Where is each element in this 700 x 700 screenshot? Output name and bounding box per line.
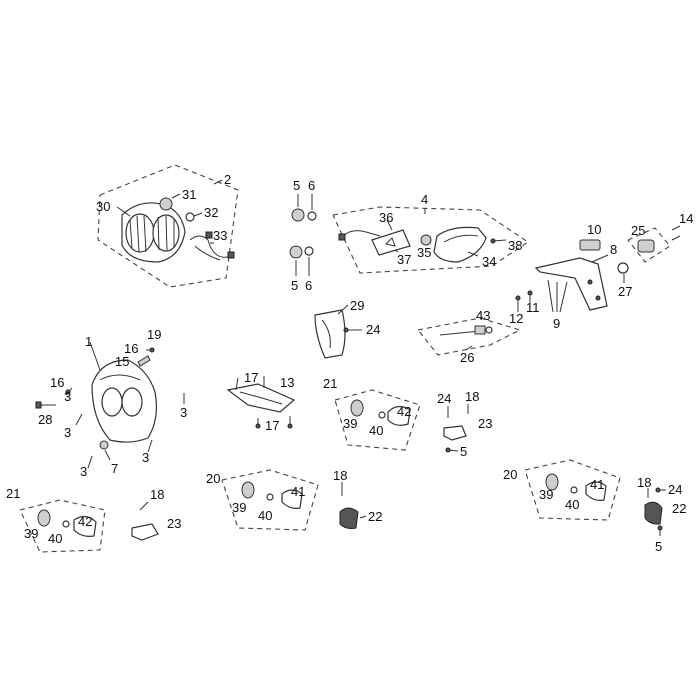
callout-33: 33 — [213, 228, 227, 243]
callout-24-upper: 24 — [366, 322, 380, 337]
callout-24-mid: 24 — [437, 391, 451, 406]
callout-10: 10 — [587, 222, 601, 237]
clamp-22-middle — [339, 482, 367, 529]
callout-26: 26 — [460, 350, 474, 365]
callout-39-lower: 39 — [24, 526, 38, 541]
callout-30: 30 — [96, 199, 110, 214]
callout-17-top: 17 — [244, 370, 258, 385]
callout-6-lower: 6 — [305, 278, 312, 293]
license-bracket-assembly — [515, 225, 681, 313]
callout-3-c: 3 — [80, 464, 87, 479]
callout-12: 12 — [509, 311, 523, 326]
callout-18-mid: 18 — [465, 389, 479, 404]
callout-7: 7 — [111, 461, 118, 476]
callout-22-center: 22 — [368, 509, 382, 524]
sensor-assembly — [417, 317, 522, 356]
callout-32: 32 — [204, 205, 218, 220]
callout-42-lower: 42 — [78, 514, 92, 529]
callout-5-lower: 5 — [291, 278, 298, 293]
callout-15: 15 — [115, 354, 129, 369]
callout-11: 11 — [526, 300, 540, 315]
callout-39-right: 39 — [539, 487, 553, 502]
callout-28: 28 — [38, 412, 52, 427]
callout-39-mid: 39 — [232, 500, 246, 515]
callout-labels: 2 30 31 32 33 5 6 5 6 4 36 37 35 34 38 1… — [6, 172, 693, 554]
turn-signal-set-21-lower — [19, 499, 106, 553]
callout-1: 1 — [85, 334, 92, 349]
callout-43: 43 — [476, 308, 490, 323]
callout-16-left: 16 — [50, 375, 64, 390]
callout-23-lower: 23 — [167, 516, 181, 531]
callout-9: 9 — [553, 316, 560, 331]
callout-19: 19 — [147, 327, 161, 342]
callout-31: 31 — [182, 187, 196, 202]
bulb-holders-top — [289, 194, 317, 276]
turn-signal-set-20-right — [524, 459, 621, 521]
callout-24-right: 24 — [668, 482, 682, 497]
callout-4: 4 — [421, 192, 428, 207]
clamp-22-right — [644, 487, 666, 536]
clamp-23-upper — [443, 404, 469, 453]
turn-signal-set-21-upper — [334, 389, 421, 451]
callout-41-mid: 41 — [291, 484, 305, 499]
callout-5-top: 5 — [293, 178, 300, 193]
bracket-13-assembly — [226, 376, 296, 429]
callout-40-right: 40 — [565, 497, 579, 512]
callout-22-right: 22 — [672, 501, 686, 516]
callout-13: 13 — [280, 375, 294, 390]
callout-34: 34 — [482, 254, 496, 269]
callout-3-d: 3 — [142, 450, 149, 465]
callout-20-right: 20 — [503, 467, 517, 482]
callout-18-right: 18 — [637, 475, 651, 490]
callout-41-right: 41 — [590, 477, 604, 492]
reflector-assembly — [314, 304, 362, 359]
callout-23-upper: 23 — [478, 416, 492, 431]
callout-27: 27 — [618, 284, 632, 299]
callout-18-lower: 18 — [150, 487, 164, 502]
callout-42-upper: 42 — [397, 404, 411, 419]
callout-36: 36 — [379, 210, 393, 225]
callout-40-lower: 40 — [48, 531, 62, 546]
callout-35: 35 — [417, 245, 431, 260]
callout-38: 38 — [508, 238, 522, 253]
callout-3-e: 3 — [180, 405, 187, 420]
clamp-23-lower — [131, 501, 159, 541]
callout-21-upper: 21 — [323, 376, 337, 391]
callout-37: 37 — [397, 252, 411, 267]
turn-signal-set-20-middle — [221, 469, 319, 531]
callout-17-bottom: 17 — [265, 418, 279, 433]
front-fairing-assembly — [35, 341, 185, 469]
callout-14: 14 — [679, 211, 693, 226]
callout-18-center: 18 — [333, 468, 347, 483]
callout-21-lower: 21 — [6, 486, 20, 501]
callout-5-mid: 5 — [460, 444, 467, 459]
callout-6-top: 6 — [308, 178, 315, 193]
callout-29: 29 — [350, 298, 364, 313]
headlight-assembly — [97, 164, 239, 288]
callout-40-upper: 40 — [369, 423, 383, 438]
callout-40-mid: 40 — [258, 508, 272, 523]
callout-8: 8 — [610, 242, 617, 257]
callout-25: 25 — [631, 223, 645, 238]
callout-5-right: 5 — [655, 539, 662, 554]
callout-3-b: 3 — [64, 425, 71, 440]
callout-3-a: 3 — [64, 389, 71, 404]
callout-39-upper: 39 — [343, 416, 357, 431]
callout-2: 2 — [224, 172, 231, 187]
callout-16-right: 16 — [124, 341, 138, 356]
callout-20-mid: 20 — [206, 471, 220, 486]
tail-light-assembly — [332, 206, 529, 274]
